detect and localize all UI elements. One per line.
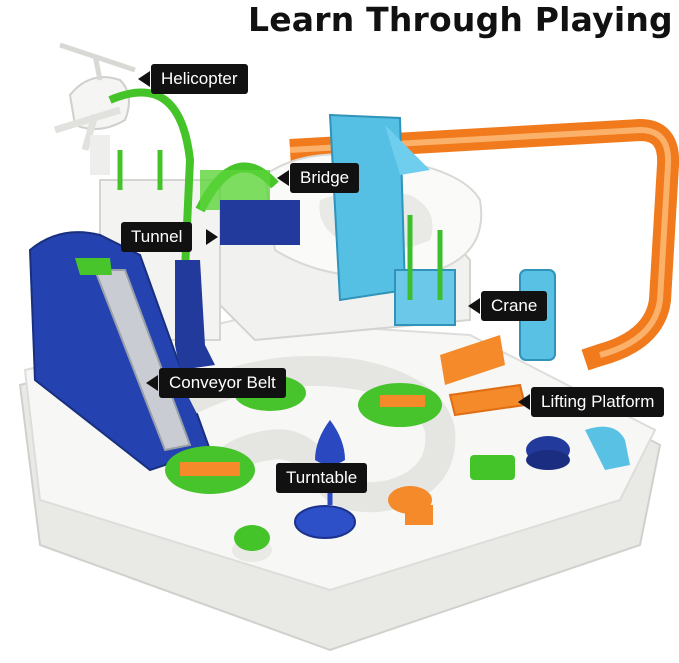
helicopter-pointer: [138, 71, 150, 87]
page-title: Learn Through Playing: [248, 0, 673, 39]
conveyor-belt-pointer: [146, 375, 158, 391]
label-crane: Crane: [481, 291, 548, 321]
label-tunnel: Tunnel: [121, 222, 193, 252]
turntable-cone: [315, 420, 345, 465]
label-bridge: Bridge: [290, 163, 360, 193]
bridge-pointer: [277, 170, 289, 186]
board-track: [183, 355, 456, 513]
board-buttons: [232, 426, 630, 562]
helicopter-toy: [53, 42, 195, 271]
blue-post: [175, 260, 215, 370]
crane-pointer: [468, 298, 480, 314]
lifting-platform: [440, 335, 505, 385]
lifting-platform-pointer: [518, 394, 530, 410]
tunnel-pointer: [206, 229, 218, 245]
label-turntable: Turntable: [276, 463, 368, 493]
label-conveyor-belt: Conveyor Belt: [159, 368, 286, 398]
turntables: [165, 375, 442, 494]
label-helicopter: Helicopter: [151, 64, 248, 94]
label-lifting-platform: Lifting Platform: [531, 387, 665, 417]
